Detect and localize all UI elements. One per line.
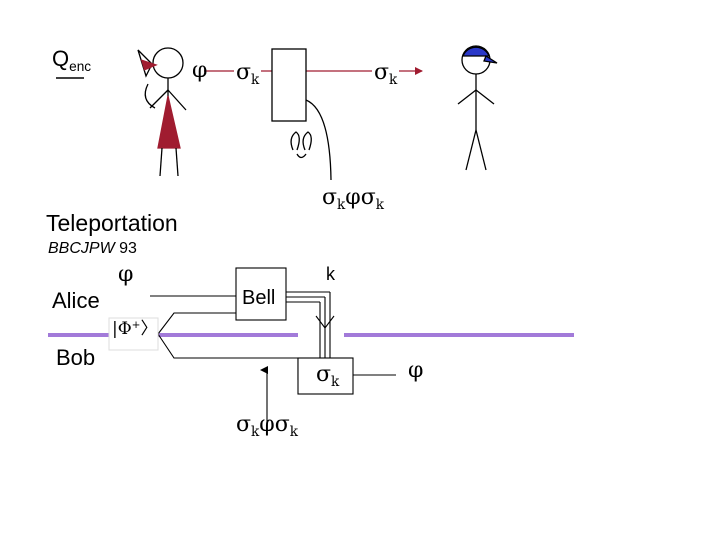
sigma-k-right-label: σk bbox=[372, 60, 400, 88]
sigma-k-left-label: σk bbox=[234, 60, 262, 88]
bell-pair-label-box bbox=[108, 317, 159, 351]
correction-box bbox=[297, 357, 354, 395]
bob-state-label: σkφσk bbox=[236, 412, 298, 440]
alice-figure bbox=[137, 47, 187, 177]
k-result-label: k bbox=[326, 264, 335, 284]
bob-label: Bob bbox=[56, 345, 96, 370]
phi-input-label: φ bbox=[192, 58, 208, 83]
phi-state-label: φ bbox=[118, 262, 134, 287]
slide-title: Teleportation bbox=[46, 210, 178, 236]
scrambler-box bbox=[271, 48, 307, 122]
bell-pair-label: |Φ+〉 bbox=[112, 318, 158, 339]
eve-sees-label: σkφσk bbox=[322, 185, 384, 213]
bell-label: Bell bbox=[242, 287, 276, 309]
citation-label: BBCJPW 93 bbox=[48, 240, 137, 257]
q-enc-label: Qenc bbox=[52, 46, 92, 74]
phi-output-label: φ bbox=[408, 358, 424, 383]
correction-sigma-label: σk bbox=[316, 362, 340, 390]
bob-figure bbox=[457, 45, 498, 171]
alice-label: Alice bbox=[52, 288, 100, 313]
bell-measurement-box bbox=[235, 267, 287, 321]
eavesdropper-icon bbox=[290, 131, 312, 159]
